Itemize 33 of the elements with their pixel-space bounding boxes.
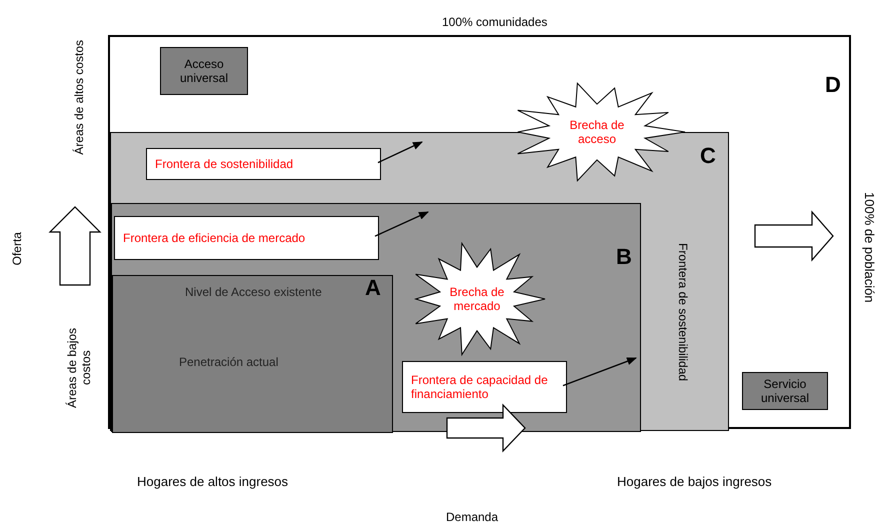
- arrow: [374, 211, 429, 237]
- frontier-label: Frontera de sostenibilidad: [155, 157, 294, 171]
- axis-label: Hogares de bajos ingresos: [617, 474, 772, 489]
- label-box: [114, 216, 379, 260]
- region-rectangle: [111, 203, 641, 432]
- box-label: Servicio universal: [760, 377, 810, 405]
- axis-label: Hogares de altos ingresos: [137, 474, 288, 489]
- region-letter: A: [365, 275, 381, 301]
- label-box: [402, 361, 567, 413]
- region-rectangle: [110, 132, 729, 431]
- frontier-label: Frontera de capacidad de financiamiento: [411, 373, 549, 401]
- label-box: [742, 372, 828, 410]
- label-box: [146, 148, 381, 180]
- label-box: [160, 47, 248, 95]
- region-letter: D: [825, 72, 841, 98]
- region-letter: C: [700, 143, 716, 169]
- axis-label: Áreas de bajos costos: [65, 326, 93, 410]
- axis-label: 100% de población: [862, 192, 877, 303]
- axis-label: Áreas de altos costos: [72, 40, 86, 155]
- region-text: Penetración actual: [179, 355, 278, 369]
- region-text: Frontera de sostenibilidad: [676, 243, 690, 382]
- callout-text: Brecha de mercado: [448, 285, 506, 313]
- axis-label: Oferta: [10, 232, 24, 266]
- region-text: Nivel de Acceso existente: [185, 285, 322, 299]
- arrow: [562, 357, 637, 386]
- arrow: [378, 141, 423, 164]
- axis-label: Demanda: [446, 510, 498, 522]
- region-letter: B: [616, 244, 632, 270]
- box-label: Acceso universal: [178, 57, 230, 85]
- frontier-label: Frontera de eficiencia de mercado: [123, 231, 306, 245]
- callout-text: Brecha de acceso: [568, 118, 626, 146]
- axis-label: 100% comunidades: [442, 15, 548, 29]
- region-rectangle: [112, 275, 393, 433]
